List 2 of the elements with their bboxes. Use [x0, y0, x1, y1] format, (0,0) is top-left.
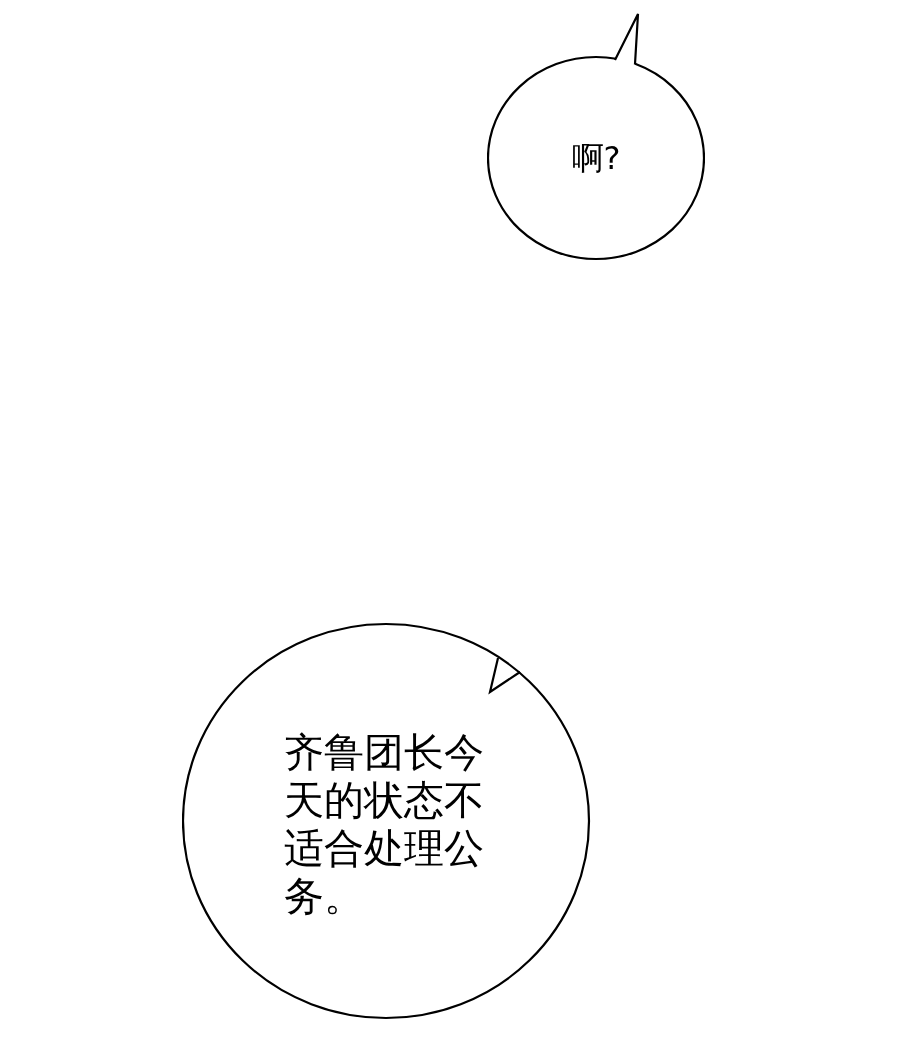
bubble-text: 齐鲁团长今天的状态不适合处理公务。	[284, 728, 484, 920]
bubble-text: 啊?	[570, 139, 622, 178]
